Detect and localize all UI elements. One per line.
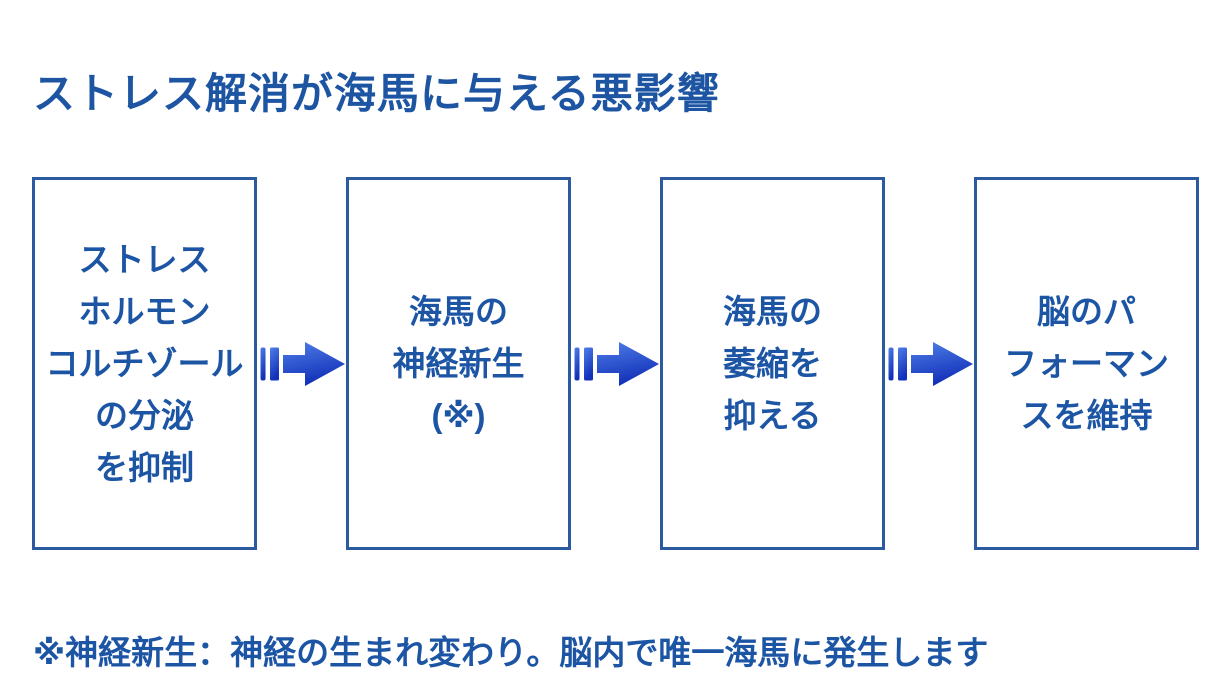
flow-diagram: ストレス ホルモン コルチゾール の分泌 を抑制 海馬の 神経新生 (※) 海馬…	[32, 177, 1199, 550]
striped-right-arrow-icon	[260, 341, 345, 386]
footnote: ※神経新生：神経の生まれ変わり。脳内で唯一海馬に発生します	[33, 634, 989, 671]
flow-box-label: ストレス ホルモン コルチゾール の分泌 を抑制	[45, 240, 244, 486]
striped-right-arrow-icon	[888, 341, 973, 386]
flow-box-performance: 脳のパ フォーマン スを維持	[974, 177, 1199, 550]
flow-box-cortisol: ストレス ホルモン コルチゾール の分泌 を抑制	[32, 177, 257, 550]
flow-box-atrophy: 海馬の 萎縮を 抑える	[660, 177, 885, 550]
flow-box-neurogenesis: 海馬の 神経新生 (※)	[346, 177, 571, 550]
flow-box-label: 海馬の 神経新生 (※)	[392, 292, 525, 434]
striped-right-arrow-icon	[574, 341, 659, 386]
flow-box-label: 脳のパ フォーマン スを維持	[1004, 292, 1169, 434]
page-title: ストレス解消が海馬に与える悪影響	[33, 70, 720, 117]
flow-box-label: 海馬の 萎縮を 抑える	[723, 292, 822, 434]
